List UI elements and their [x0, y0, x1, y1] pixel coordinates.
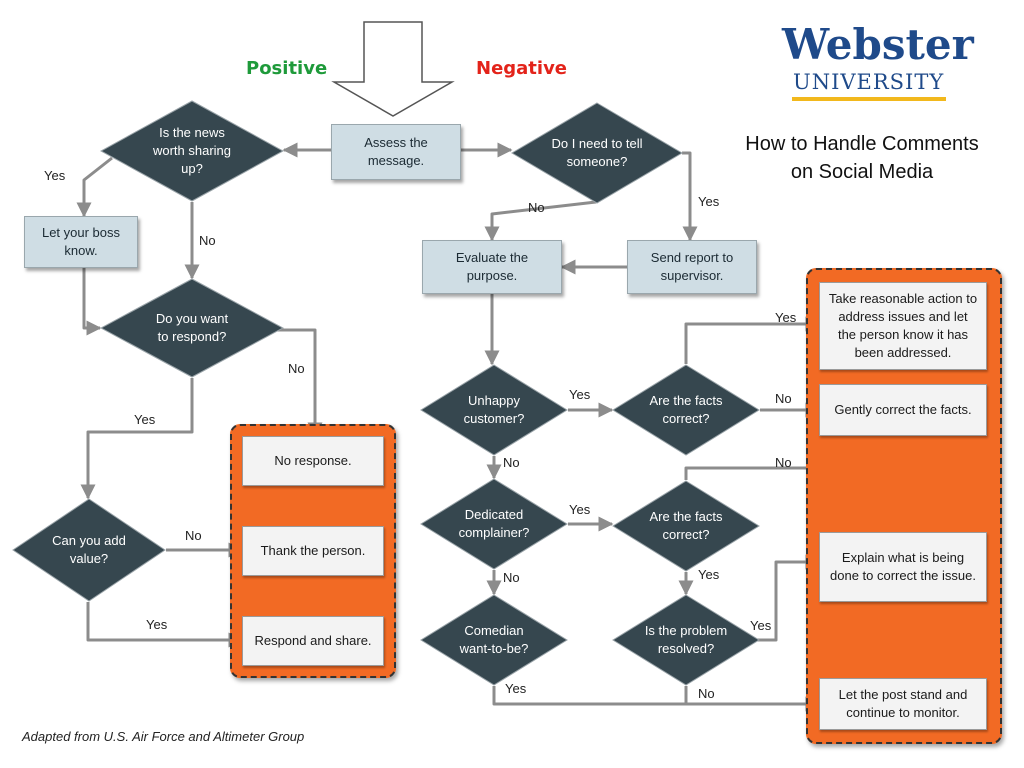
logo-underline [792, 97, 946, 101]
page-title: How to Handle Comments on Social Media [712, 130, 1012, 186]
decision-label: Can you add value? [52, 532, 126, 566]
take-action-outcome: Take reasonable action to address issues… [819, 282, 987, 370]
label-no-unhappy: No [503, 455, 520, 470]
want-respond-decision: Do you want to respond? [100, 278, 284, 378]
diamond-shape [100, 278, 284, 378]
logo-wordmark: Webster [782, 20, 974, 69]
news-worth-decision: Is the news worth sharing up? [100, 100, 284, 202]
label-yes-unhappy: Yes [569, 387, 591, 402]
send-report-box: Send report to supervisor. [627, 240, 757, 294]
label-yes-facts1: Yes [775, 310, 797, 325]
label-yes-comedian: Yes [505, 681, 527, 696]
diamond-shape [420, 594, 568, 686]
label-no-dedicated: No [503, 570, 520, 585]
negative-heading: Negative [476, 58, 568, 79]
decision-label: Unhappy customer? [463, 392, 525, 426]
decision-label: Dedicated complainer? [458, 506, 530, 540]
evaluate-purpose-box: Evaluate the purpose. [422, 240, 562, 294]
label-yes-resolved: Yes [750, 618, 772, 633]
facts-correct-1-decision: Are the facts correct? [612, 364, 760, 456]
title-line-1: How to Handle Comments [745, 133, 979, 155]
entry-arrow [331, 21, 455, 117]
decision-label: Are the facts correct? [649, 392, 723, 426]
diamond-shape [420, 364, 568, 456]
label-no-addvalue: No [185, 528, 202, 543]
add-value-decision: Can you add value? [12, 498, 166, 602]
thank-person-outcome: Thank the person. [242, 526, 384, 576]
positive-heading: Positive [246, 58, 328, 79]
gently-correct-outcome: Gently correct the facts. [819, 384, 987, 436]
assess-message-box: Assess the message. [331, 124, 461, 180]
connector-line [484, 200, 597, 242]
no-response-outcome: No response. [242, 436, 384, 486]
label-no-respond: No [288, 361, 305, 376]
comedian-decision: Comedian want-to-be? [420, 594, 568, 686]
label-no-tell: No [528, 200, 545, 215]
label-yes-respond: Yes [134, 412, 156, 427]
label-yes-facts2: Yes [698, 567, 720, 582]
diamond-shape [420, 478, 568, 570]
decision-label: Do I need to tell someone? [551, 135, 643, 169]
connector-line [76, 156, 113, 218]
problem-resolved-decision: Is the problem resolved? [612, 594, 760, 686]
connector-line [80, 378, 194, 500]
connector-line [82, 268, 102, 336]
decision-label: Is the problem resolved? [644, 622, 728, 656]
logo-subtitle: UNIVERSITY [793, 70, 945, 94]
diamond-shape [612, 480, 760, 572]
title-line-2: on Social Media [790, 161, 934, 183]
explain-outcome: Explain what is being done to correct th… [819, 532, 987, 602]
let-boss-know-box: Let your boss know. [24, 216, 138, 268]
diamond-shape [100, 100, 284, 202]
diamond-shape [12, 498, 166, 602]
connector-line [684, 316, 821, 364]
label-no-resolved: No [698, 686, 715, 701]
let-post-stand-outcome: Let the post stand and continue to monit… [819, 678, 987, 730]
decision-label: Is the news worth sharing up? [152, 124, 232, 177]
decision-label: Are the facts correct? [649, 508, 723, 542]
source-credit: Adapted from U.S. Air Force and Altimete… [22, 729, 305, 744]
connector-line [86, 602, 244, 648]
label-no-news: No [199, 233, 216, 248]
connector-line [682, 151, 698, 242]
need-tell-decision: Do I need to tell someone? [511, 102, 683, 204]
label-yes-tell: Yes [698, 194, 720, 209]
decision-label: Do you want to respond? [155, 310, 229, 344]
label-yes-news: Yes [44, 168, 66, 183]
label-no-facts1: No [775, 391, 792, 406]
label-yes-addvalue: Yes [146, 617, 168, 632]
diamond-shape [511, 102, 683, 204]
diamond-shape [612, 364, 760, 456]
facts-correct-2-decision: Are the facts correct? [612, 480, 760, 572]
decision-label: Comedian want-to-be? [459, 622, 529, 656]
label-yes-dedicated: Yes [569, 502, 591, 517]
diamond-shape [612, 594, 760, 686]
label-no-facts2: No [775, 455, 792, 470]
dedicated-complainer-decision: Dedicated complainer? [420, 478, 568, 570]
respond-share-outcome: Respond and share. [242, 616, 384, 666]
connector-line [492, 686, 821, 712]
unhappy-customer-decision: Unhappy customer? [420, 364, 568, 456]
